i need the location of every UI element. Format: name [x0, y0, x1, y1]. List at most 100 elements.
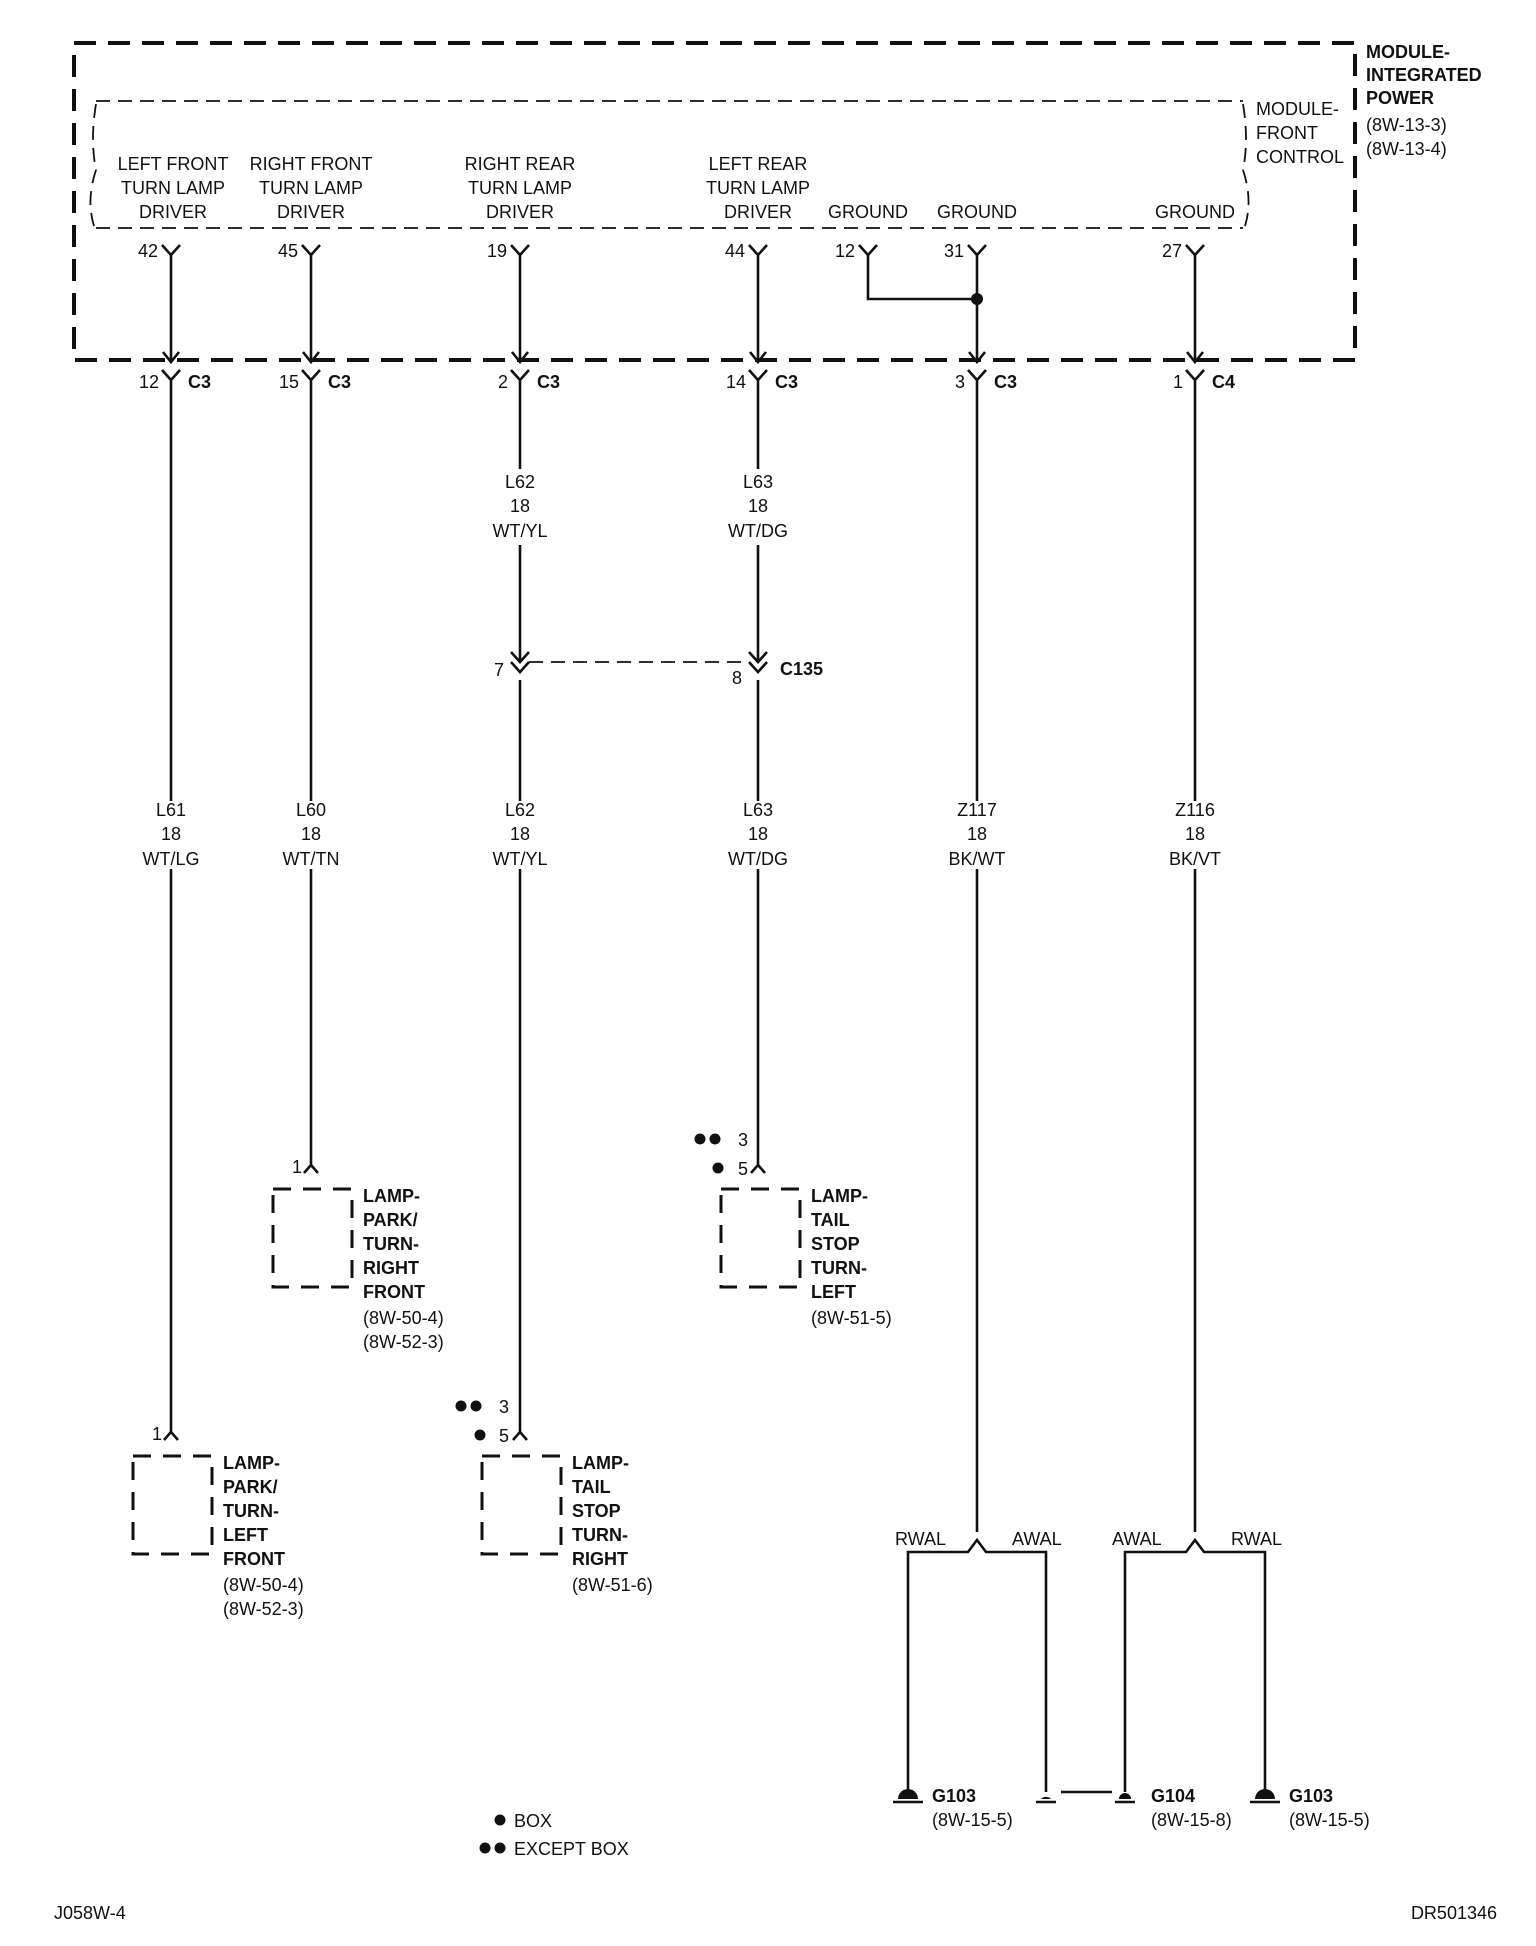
- except-box-dot-4: [470, 1400, 482, 1412]
- conn-g-pin: 3: [955, 372, 965, 392]
- wire-z117-gauge: 18: [967, 824, 987, 844]
- lamp-rf-pin: 1: [292, 1157, 302, 1177]
- wire-l63-upper-gauge: 18: [748, 496, 768, 516]
- driver-rf-line1: RIGHT FRONT: [250, 154, 373, 174]
- lamp-lr-pin-except: 3: [738, 1130, 748, 1150]
- c135-name: C135: [780, 659, 823, 679]
- conn-lf-name: C3: [188, 372, 211, 392]
- ground-symbol-g103-right: [1250, 1789, 1280, 1804]
- wire-z117-id: Z117: [957, 800, 997, 820]
- wire-l60-id: L60: [296, 800, 326, 820]
- except-box-dot-1: [694, 1133, 706, 1145]
- ground-g3-ref: (8W-15-5): [1289, 1810, 1370, 1830]
- lamp-lf-l5: FRONT: [223, 1549, 285, 1569]
- lamp-lr-box: [719, 1187, 802, 1289]
- module-ipm-line3: POWER: [1366, 88, 1434, 108]
- wire-z117-color: BK/WT: [949, 849, 1006, 869]
- driver-rr-line1: RIGHT REAR: [465, 154, 576, 174]
- ground-label-1: GROUND: [828, 202, 908, 222]
- box-dot: [712, 1162, 724, 1174]
- conn-lf-pin: 12: [139, 372, 159, 392]
- conn-g3-name: C4: [1212, 372, 1235, 392]
- legend-except-box: EXCEPT BOX: [514, 1839, 629, 1859]
- lamp-lr-l5: LEFT: [811, 1282, 856, 1302]
- lamp-rf-ref2: (8W-52-3): [363, 1332, 444, 1352]
- driver-lr-line1: LEFT REAR: [709, 154, 808, 174]
- module-front-control-right-edge: [1242, 103, 1250, 227]
- conn-rr-pin: 2: [498, 372, 508, 392]
- split-left-bracket: [906, 1537, 1048, 1561]
- ground-symbol-g103-left: [893, 1789, 923, 1804]
- wire-z116-id: Z116: [1175, 800, 1215, 820]
- wire-z116-color: BK/VT: [1169, 849, 1221, 869]
- wire-l63-color: WT/DG: [728, 849, 788, 869]
- ground-g1-name: G103: [932, 1786, 976, 1806]
- footer-right: DR501346: [1411, 1903, 1497, 1923]
- lamp-lf-box: [131, 1454, 214, 1556]
- module-fcm-line2: FRONT: [1256, 123, 1318, 143]
- conn-lr-name: C3: [775, 372, 798, 392]
- conn-rf-name: C3: [328, 372, 351, 392]
- conn-g-name: C3: [994, 372, 1017, 392]
- lamp-rf-l3: TURN-: [363, 1234, 419, 1254]
- ground-g3-name: G103: [1289, 1786, 1333, 1806]
- pin-lr: 44: [725, 241, 745, 261]
- lamp-rr-l3: STOP: [572, 1501, 621, 1521]
- lamp-lr-l1: LAMP-: [811, 1186, 868, 1206]
- lamp-lf-l2: PARK/: [223, 1477, 278, 1497]
- driver-lf-line2: TURN LAMP: [121, 178, 225, 198]
- box-dot-2: [474, 1429, 486, 1441]
- driver-lf-line1: LEFT FRONT: [118, 154, 229, 174]
- lamp-lr-l3: STOP: [811, 1234, 860, 1254]
- legend-box-dot: [494, 1814, 506, 1826]
- lamp-lf-ref2: (8W-52-3): [223, 1599, 304, 1619]
- wire-l62-upper-gauge: 18: [510, 496, 530, 516]
- split-right-bracket: [1123, 1537, 1267, 1561]
- except-box-dot-2: [709, 1133, 721, 1145]
- legend-except-dot-1: [479, 1842, 491, 1854]
- lamp-rr-ref1: (8W-51-6): [572, 1575, 653, 1595]
- wire-l61-gauge: 18: [161, 824, 181, 844]
- pin-rf: 45: [278, 241, 298, 261]
- split-right-b: RWAL: [1231, 1529, 1282, 1549]
- driver-rf-line3: DRIVER: [277, 202, 345, 222]
- pin-g2: 31: [944, 241, 964, 261]
- wire-l63-upper-color: WT/DG: [728, 521, 788, 541]
- split-right-a: AWAL: [1112, 1529, 1162, 1549]
- module-ipm-line1: MODULE-: [1366, 42, 1450, 62]
- driver-lr-line2: TURN LAMP: [706, 178, 810, 198]
- lamp-rf-ref1: (8W-50-4): [363, 1308, 444, 1328]
- conn-rf-pin: 15: [279, 372, 299, 392]
- lamp-rf-box: [271, 1187, 354, 1289]
- lamp-lr-pin-box: 5: [738, 1159, 748, 1179]
- wire-z116-gauge: 18: [1185, 824, 1205, 844]
- split-left-b: AWAL: [1012, 1529, 1062, 1549]
- ground-g1-ref: (8W-15-5): [932, 1810, 1013, 1830]
- module-ipm-line2: INTEGRATED: [1366, 65, 1482, 85]
- wire-l62-color: WT/YL: [492, 849, 547, 869]
- pin-g1: 12: [835, 241, 855, 261]
- module-ipm-ref2: (8W-13-4): [1366, 139, 1447, 159]
- ground-g2-name: G104: [1151, 1786, 1195, 1806]
- ground-label-3: GROUND: [1155, 202, 1235, 222]
- lamp-lr-l4: TURN-: [811, 1258, 867, 1278]
- conn-rr-name: C3: [537, 372, 560, 392]
- module-ipm-ref1: (8W-13-3): [1366, 115, 1447, 135]
- module-integrated-power-outline: [72, 41, 1357, 362]
- ground-label-2: GROUND: [937, 202, 1017, 222]
- except-box-dot-3: [455, 1400, 467, 1412]
- wire-l62-upper-color: WT/YL: [492, 521, 547, 541]
- split-left-a: RWAL: [895, 1529, 946, 1549]
- module-fcm-line1: MODULE-: [1256, 99, 1339, 119]
- lamp-rr-l1: LAMP-: [572, 1453, 629, 1473]
- wire-l62-id: L62: [505, 800, 535, 820]
- conn-lr-pin: 14: [726, 372, 746, 392]
- lamp-rr-box: [480, 1454, 563, 1556]
- lamp-rr-pin-box: 5: [499, 1426, 509, 1446]
- conn-g3-pin: 1: [1173, 372, 1183, 392]
- wire-l61-id: L61: [156, 800, 186, 820]
- wire-l62-gauge: 18: [510, 824, 530, 844]
- driver-lf-line3: DRIVER: [139, 202, 207, 222]
- wire-l60-gauge: 18: [301, 824, 321, 844]
